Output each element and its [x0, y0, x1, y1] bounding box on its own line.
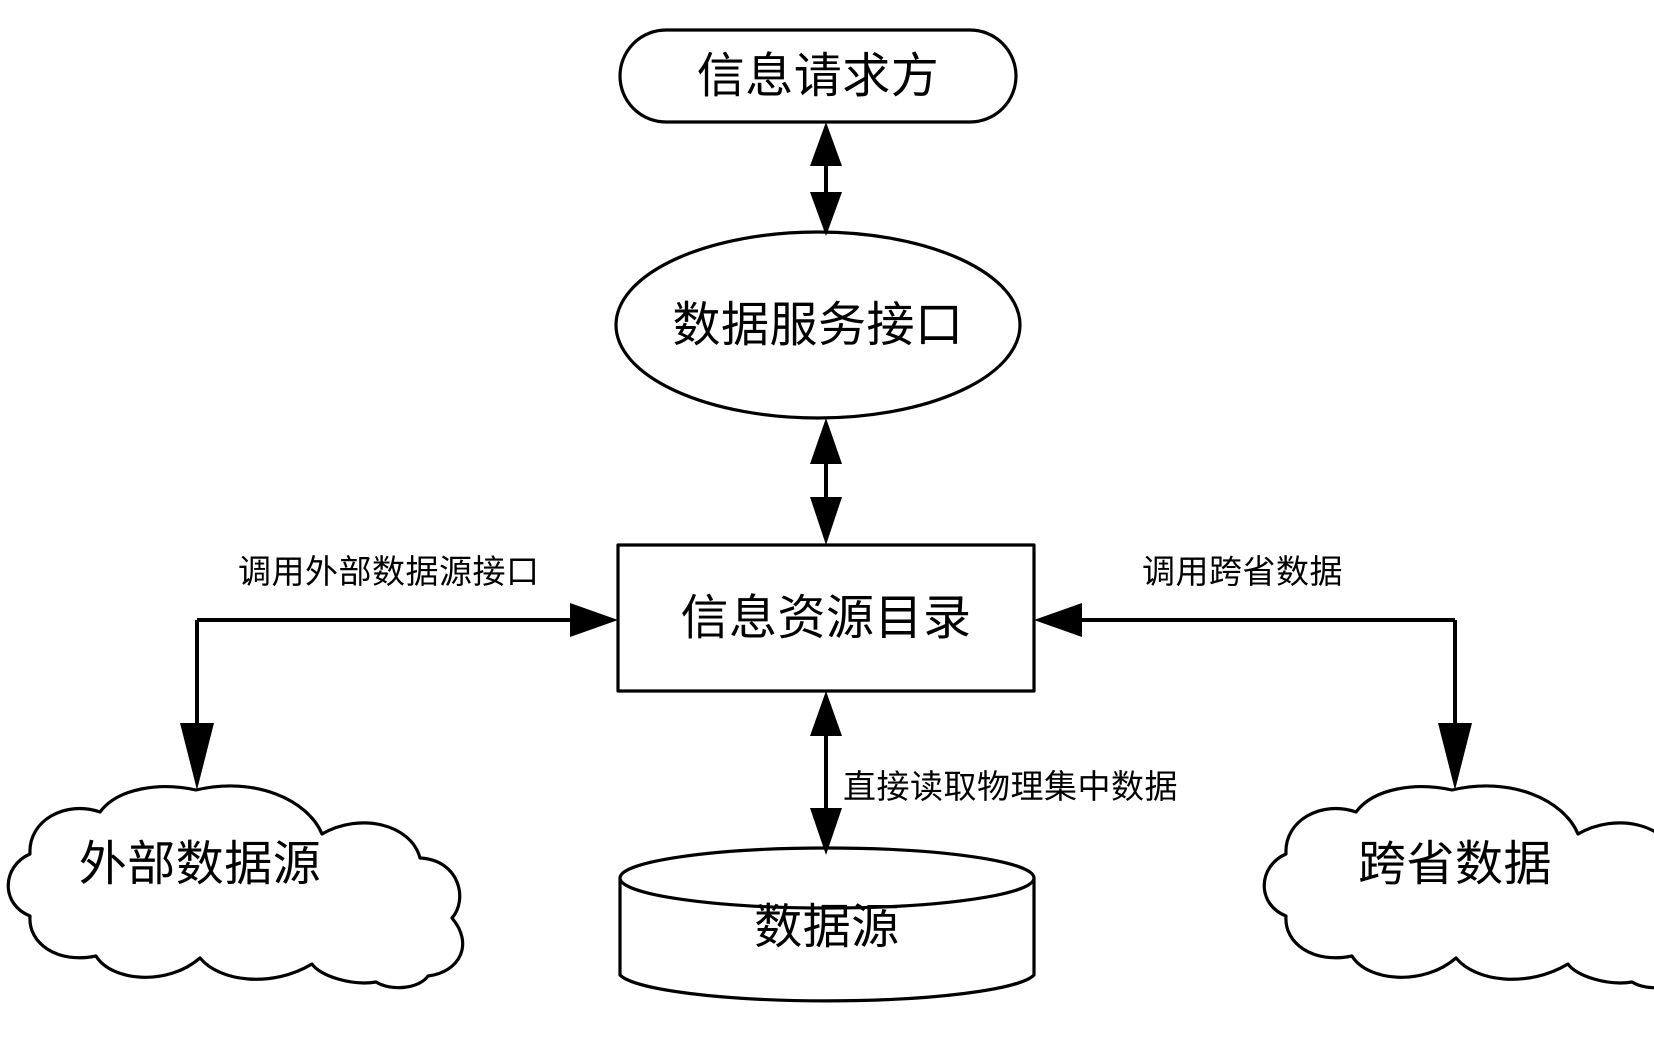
arrow-head-down-to-service [810, 192, 842, 236]
node-requester[interactable] [618, 28, 1018, 124]
information-resource-catalog-shape [616, 543, 1036, 693]
node-data-source[interactable] [618, 846, 1036, 1003]
arrow-head-down-to-external-cloud [180, 723, 214, 790]
node-external-data-source[interactable] [6, 784, 465, 990]
edge-service-to-catalog [810, 418, 842, 545]
arrow-head-up-to-service [810, 418, 842, 464]
arrow-head-up-to-requester [810, 122, 842, 166]
arrow-head-right-to-catalog [570, 603, 618, 637]
node-information-resource-catalog[interactable] [616, 543, 1036, 693]
edge-service-to-requester [810, 122, 842, 236]
edge-catalog-to-data-source [810, 691, 842, 855]
edge-external-to-catalog [180, 603, 618, 790]
arrow-head-down-to-data-source [810, 808, 842, 855]
arrow-head-up-to-catalog [810, 691, 842, 736]
requester-shape [618, 28, 1018, 124]
arrow-head-down-to-catalog [810, 497, 842, 545]
external-data-source-cloud-shape [6, 784, 465, 990]
arrow-head-down-to-cross-province-cloud [1438, 723, 1472, 790]
edge-cross-province-to-catalog [1034, 603, 1472, 790]
data-service-interface-shape [614, 230, 1022, 420]
data-source-cylinder-top [618, 846, 1036, 910]
node-data-service-interface[interactable] [614, 230, 1022, 420]
node-cross-province-data[interactable] [1262, 784, 1654, 990]
arrow-head-left-to-catalog [1034, 603, 1082, 637]
data-source-cylinder-body [618, 876, 1036, 1003]
cross-province-data-cloud-shape [1262, 784, 1654, 990]
